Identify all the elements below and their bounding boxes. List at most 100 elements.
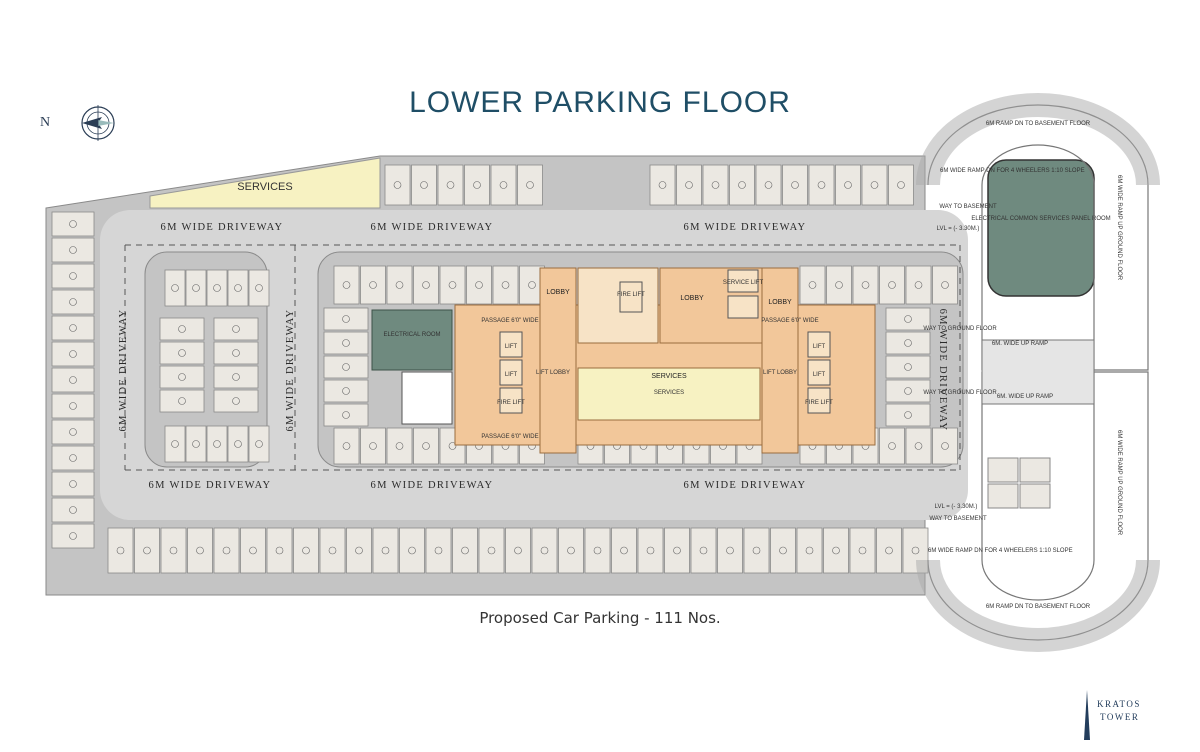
parking-bay [227, 425, 249, 463]
parking-bay [478, 527, 505, 574]
parking-bay [386, 427, 413, 465]
parking-bay [51, 471, 95, 497]
parking-bay [134, 527, 160, 574]
toilets-block [401, 371, 453, 425]
bay-number-marker [69, 272, 77, 280]
north-compass: N [40, 102, 130, 148]
bay-number-marker [342, 315, 350, 323]
bay-number-marker [861, 281, 870, 289]
parking-bay [413, 427, 439, 465]
bay-number-marker [835, 281, 843, 289]
parking-bay [323, 379, 369, 403]
bay-number-marker [355, 546, 363, 555]
bay-number-marker [941, 442, 949, 450]
ramp-connector [981, 339, 1095, 405]
parking-bay [885, 355, 931, 379]
bay-number-marker [249, 546, 257, 555]
parking-bay [664, 527, 690, 574]
bay-number-marker [69, 506, 77, 514]
driveway-label-top-2: 6M WIDE DRIVEWAY [371, 222, 494, 233]
bay-number-marker [501, 281, 510, 289]
bay-number-marker [461, 546, 469, 555]
parking-caption: Proposed Car Parking - 111 Nos. [479, 609, 721, 627]
ramp-top [916, 93, 1160, 371]
services-strip-label: SERVICES [237, 181, 292, 193]
passage-label-left: PASSAGE 6'0" WIDE [481, 318, 538, 324]
bay-number-marker [540, 546, 549, 555]
parking-bay [531, 527, 558, 574]
bay-number-marker [342, 281, 351, 289]
parking-bay [464, 164, 490, 206]
parking-bay [333, 265, 360, 305]
bay-number-marker [514, 546, 522, 555]
lift-label-1: LIFT [505, 344, 518, 350]
ramp-dn-top-label: 6M RAMP DN TO BASEMENT FLOOR [986, 121, 1091, 127]
bay-number-marker [904, 411, 912, 419]
fire-lift-right: FIRE LIFT [805, 400, 833, 406]
bay-number-marker [192, 284, 200, 292]
bay-number-marker [904, 315, 912, 323]
bay-number-marker [858, 546, 867, 555]
bay-number-marker [832, 546, 840, 555]
bay-number-marker [69, 376, 77, 384]
services-center-sub: SERVICES [654, 390, 684, 396]
parking-bay [879, 265, 905, 305]
bay-number-marker [448, 281, 457, 289]
bay-number-marker [213, 440, 221, 448]
bay-number-marker [69, 324, 77, 332]
bays-bottom-row [107, 527, 929, 574]
parking-bay [51, 419, 95, 445]
driveway-label-bottom-3: 6M WIDE DRIVEWAY [684, 480, 807, 491]
bay-number-marker [904, 339, 912, 347]
driveway-path [124, 244, 961, 471]
parking-bay [213, 389, 259, 413]
ramp-wheelers-top: 6M WIDE RAMP DN FOR 4 WHEELERS 1:10 SLOP… [940, 168, 1085, 174]
bay-number-marker [328, 546, 337, 555]
parking-bay [159, 341, 205, 365]
parking-bay [517, 164, 543, 206]
parking-bay [293, 527, 319, 574]
bay-number-marker [779, 546, 787, 555]
parking-bay [159, 365, 205, 389]
parking-bay [160, 527, 187, 574]
parking-bay [323, 331, 369, 355]
services-center-label: SERVICES [651, 373, 687, 380]
electrical-panel-label: ELECTRICAL COMMON SERVICES PANEL ROOM [971, 216, 1110, 222]
parking-bay [717, 527, 743, 574]
parking-bay [425, 527, 452, 574]
parking-bay [333, 427, 360, 465]
bays-left-column [51, 211, 95, 549]
parking-bay [185, 269, 207, 307]
bay-number-marker [196, 546, 204, 555]
bay-number-marker [752, 546, 761, 555]
bay-number-marker [914, 442, 923, 450]
parking-bay [676, 164, 702, 206]
bay-number-marker [817, 181, 826, 189]
parking-bay [558, 527, 584, 574]
bay-number-marker [178, 325, 186, 333]
way-to-basement-top: WAY TO BASEMENT [939, 204, 997, 210]
parking-bay [227, 269, 249, 307]
bay-number-marker [169, 546, 178, 555]
parking-bay [213, 365, 259, 389]
ramp-bottom [916, 371, 1160, 652]
parking-bay [611, 527, 637, 574]
bay-number-marker [342, 411, 350, 419]
parking-bay [372, 527, 399, 574]
bay-number-marker [381, 546, 390, 555]
bay-number-marker [726, 546, 734, 555]
bay-number-marker [791, 181, 799, 189]
up-ramp-label-1: 6M. WIDE UP RAMP [992, 341, 1048, 347]
logo-name: KRATOS [1097, 699, 1141, 709]
parking-bay [51, 367, 95, 393]
parking-bay [702, 164, 729, 206]
bay-number-marker [69, 220, 77, 228]
parking-bay [905, 427, 932, 465]
bay-number-marker [646, 546, 655, 555]
bay-number-marker [738, 181, 746, 189]
bay-number-marker [446, 181, 455, 189]
bay-number-marker [234, 284, 242, 292]
bay-number-marker [69, 246, 77, 254]
driveway-label-middle: 6M WIDE DRIVEWAY [285, 309, 296, 432]
